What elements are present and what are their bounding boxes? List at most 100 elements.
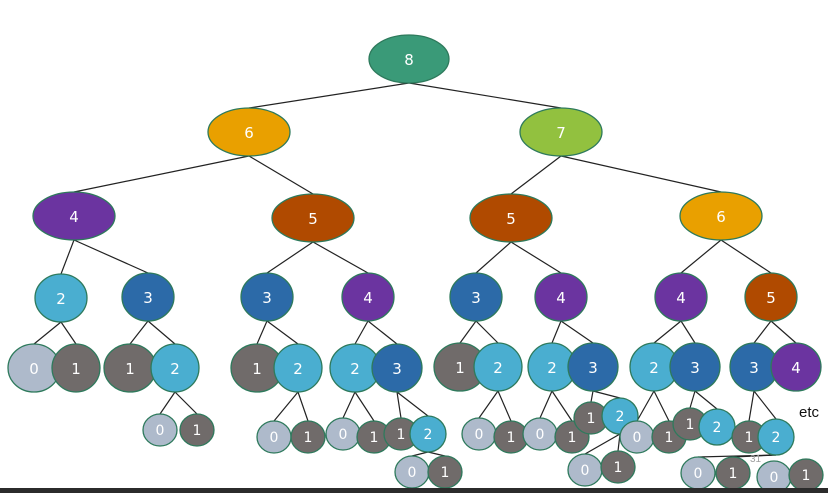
tree-edge xyxy=(342,391,356,419)
node-label: 1 xyxy=(507,430,516,446)
tree-edge xyxy=(266,241,314,274)
node-label: 3 xyxy=(588,359,598,377)
bottom-bar xyxy=(0,488,828,493)
tree-edge xyxy=(60,321,77,345)
tree-edge xyxy=(297,391,309,422)
node-label: 1 xyxy=(665,430,674,446)
tree-node: 1 xyxy=(433,342,487,392)
tree-node: 3 xyxy=(669,342,721,392)
tree-node: 2 xyxy=(698,408,736,446)
node-label: 1 xyxy=(802,468,811,484)
node-label: 4 xyxy=(363,289,373,307)
tree-edge xyxy=(266,320,299,345)
tree-node: 4 xyxy=(32,191,116,241)
node-label: 0 xyxy=(29,360,39,378)
node-shape xyxy=(567,342,619,392)
node-label: 1 xyxy=(568,430,577,446)
node-label: 1 xyxy=(686,417,695,433)
node-shape xyxy=(207,107,291,157)
tree-edge xyxy=(551,320,562,344)
tree-edge xyxy=(354,391,375,422)
tree-edge xyxy=(689,390,696,409)
node-label: 5 xyxy=(766,289,776,307)
tree-edge xyxy=(551,390,573,422)
tree-edge xyxy=(720,239,772,274)
tree-node: 6 xyxy=(679,191,763,241)
tree-edge xyxy=(694,390,718,410)
tree-edge xyxy=(584,433,621,455)
tree-edge xyxy=(312,241,369,274)
tree-edge xyxy=(396,391,429,417)
tree-edge xyxy=(73,239,149,274)
node-label: 1 xyxy=(304,430,313,446)
tree-node: 7 xyxy=(519,107,603,157)
node-label: 2 xyxy=(772,430,781,446)
tree-node: 0 xyxy=(522,417,558,451)
tree-edge xyxy=(147,320,176,345)
tree-node: 1 xyxy=(290,420,326,454)
node-label: 1 xyxy=(125,360,135,378)
tree-node: 5 xyxy=(271,193,355,243)
tree-edge xyxy=(60,239,75,275)
tree-node: 0 xyxy=(142,413,178,447)
tree-edge xyxy=(248,82,410,109)
tree-edge xyxy=(653,390,670,422)
node-label: 0 xyxy=(475,427,484,443)
tree-edge xyxy=(354,320,369,345)
node-shape xyxy=(32,191,116,241)
tree-node: 1 xyxy=(788,458,824,492)
tree-edge xyxy=(248,155,314,195)
node-shape xyxy=(654,272,708,322)
node-shape xyxy=(341,272,395,322)
tree-node: 1 xyxy=(573,401,609,435)
tree-node: 3 xyxy=(449,272,503,322)
node-label: 6 xyxy=(244,124,254,142)
node-shape xyxy=(669,342,721,392)
tree-node: 5 xyxy=(469,193,553,243)
tree-node: 0 xyxy=(619,420,655,454)
tree-node: 2 xyxy=(409,415,447,453)
tree-node: 3 xyxy=(240,272,294,322)
node-shape xyxy=(368,34,450,84)
node-label: 1 xyxy=(71,360,81,378)
tree-node: 1 xyxy=(427,455,463,489)
tree-edge xyxy=(73,155,250,193)
tree-edge xyxy=(459,320,477,344)
node-shape xyxy=(150,343,200,393)
tree-edge xyxy=(33,321,62,345)
tree-edge xyxy=(510,155,562,195)
slide-number: 31 xyxy=(750,454,762,465)
node-shape xyxy=(473,342,523,392)
node-label: 2 xyxy=(616,409,625,425)
node-shape xyxy=(469,193,553,243)
tree-edge xyxy=(497,390,512,422)
node-label: 7 xyxy=(556,124,566,142)
tree-edge xyxy=(408,82,562,109)
tree-edge xyxy=(273,391,299,422)
node-label: 6 xyxy=(716,208,726,226)
tree-node: 2 xyxy=(150,343,200,393)
node-label: 1 xyxy=(193,423,202,439)
node-label: 0 xyxy=(339,427,348,443)
etc-label: etc xyxy=(799,404,820,421)
tree-node: 5 xyxy=(744,272,798,322)
node-label: 2 xyxy=(293,360,303,378)
node-label: 2 xyxy=(350,360,360,378)
tree-edge xyxy=(592,390,621,399)
node-label: 0 xyxy=(770,470,779,486)
tree-node: 4 xyxy=(534,272,588,322)
node-label: 3 xyxy=(749,359,759,377)
tree-node: 1 xyxy=(179,413,215,447)
tree-node: 4 xyxy=(770,342,822,392)
tree-edges xyxy=(33,82,797,458)
node-label: 0 xyxy=(408,465,417,481)
node-label: 3 xyxy=(690,359,700,377)
tree-node: 3 xyxy=(567,342,619,392)
tree-node: 2 xyxy=(273,343,323,393)
tree-node: 2 xyxy=(34,273,88,323)
tree-node: 4 xyxy=(654,272,708,322)
tree-edge xyxy=(753,320,772,344)
tree-edge xyxy=(256,320,268,345)
tree-edge xyxy=(560,320,594,344)
